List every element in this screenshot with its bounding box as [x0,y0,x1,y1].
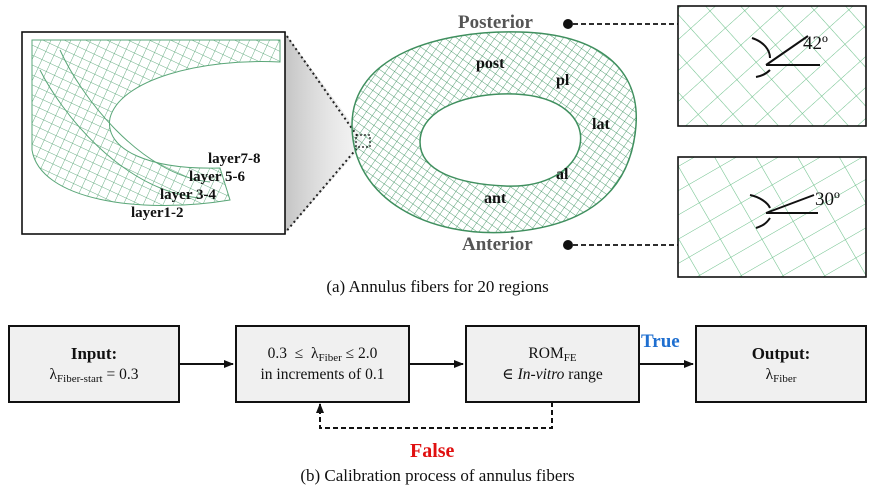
region-label-al: al [556,166,569,183]
anterior-angle-value: 30º [815,189,840,210]
inset-fibers [31,39,281,207]
range-box: 0.3 ≤ λFiber ≤ 2.0 in increments of 0.1 [235,325,410,403]
input-title: Input: [70,344,118,363]
zoom-cone [284,32,362,234]
inset-label-layer1-2: layer1-2 [131,205,184,221]
panel-a-caption: (a) Annulus fibers for 20 regions [326,277,549,296]
rom-box: ROMFE ∈ In-vitro range [465,325,640,403]
inset-label-layer7-8: layer7-8 [208,151,261,167]
false-label: False [410,440,455,462]
posterior-angle-value: 42º [803,33,828,54]
output-value: λFiber [765,366,797,385]
range-line1: 0.3 ≤ λFiber ≤ 2.0 [267,345,378,364]
anterior-fiber-panel [677,156,867,278]
arrow-false-loop [316,394,553,429]
inset-label-layer5-6: layer 5-6 [189,169,245,185]
input-box: Input: λFiber-start = 0.3 [8,325,180,403]
region-label-pl: pl [556,72,570,89]
panel-b-caption: (b) Calibration process of annulus fiber… [300,466,575,485]
annulus-fiber-ring [351,31,637,234]
posterior-angle-marker [751,35,820,78]
region-label-post: post [476,55,505,72]
region-label-lat: lat [592,116,610,133]
true-label: True [641,331,680,352]
rom-line2: ∈ In-vitro range [502,366,603,383]
inset-label-layer3-4: layer 3-4 [160,187,216,203]
anterior-label: Anterior [462,234,533,255]
rom-line1: ROMFE [528,345,577,364]
posterior-label: Posterior [458,12,533,33]
range-line2: in increments of 0.1 [260,366,385,383]
output-box: Output: λFiber [695,325,867,403]
anterior-angle-marker [749,194,818,229]
region-label-ant: ant [484,190,507,207]
output-title: Output: [751,344,811,363]
input-value: λFiber-start = 0.3 [49,366,139,385]
